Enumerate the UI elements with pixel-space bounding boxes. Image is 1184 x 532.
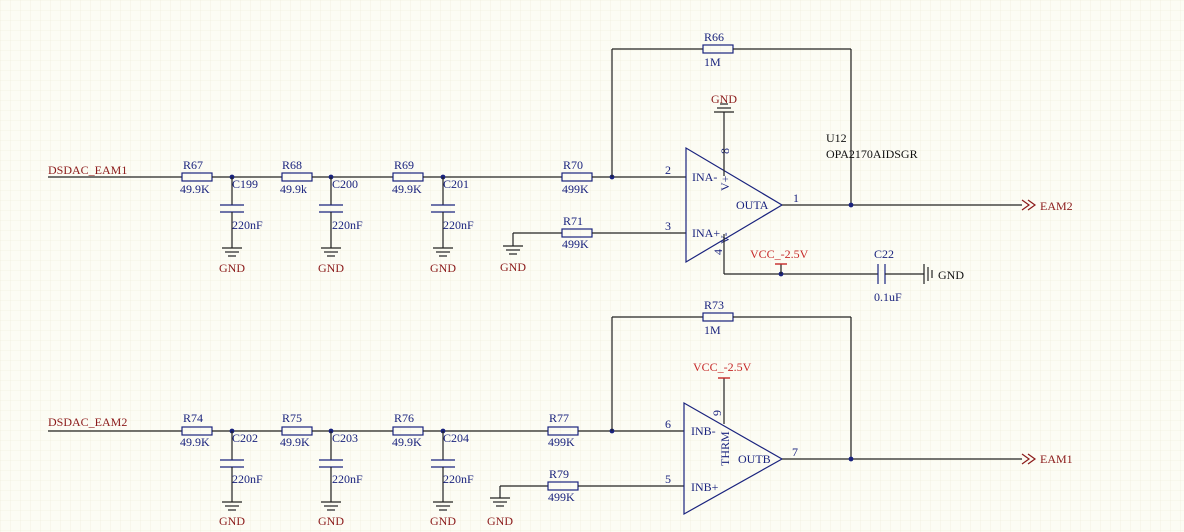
resistor-value: 499K — [562, 237, 589, 251]
capacitor-value: 0.1uF — [874, 290, 902, 304]
resistor-value: 1M — [704, 55, 721, 69]
resistor-value: 49.9K — [280, 435, 310, 449]
resistor-ref: R67 — [183, 158, 203, 172]
resistor-ref: R79 — [549, 467, 569, 481]
net-label-eam1: EAM1 — [1040, 452, 1073, 466]
resistor-ref: R76 — [394, 411, 414, 425]
output-port-arrow — [1021, 453, 1037, 465]
resistor-value: 1M — [704, 323, 721, 337]
capacitor-c200 — [319, 174, 343, 257]
gnd-label: GND — [500, 260, 526, 274]
pin-label: INA+ — [692, 226, 720, 240]
pin-number: 8 — [718, 148, 732, 154]
opamp-a-body — [685, 146, 784, 264]
gnd-label: GND — [219, 261, 245, 275]
gnd-label: GND — [487, 514, 513, 528]
capacitor-value: 220nF — [232, 218, 263, 232]
capacitor-ref: C203 — [332, 431, 358, 445]
resistor-value: 499K — [548, 435, 575, 449]
channel-b: DSDAC_EAM2 R74 49.9K R75 49.9K R76 49.9K… — [48, 298, 1073, 528]
pin-label: INB+ — [691, 480, 719, 494]
capacitor-value: 220nF — [332, 218, 363, 232]
capacitor-ref: C204 — [443, 431, 469, 445]
opamp-b-body — [683, 401, 784, 516]
resistor-value: 49.9K — [180, 182, 210, 196]
output-port-arrow — [1021, 199, 1037, 211]
ground-symbol — [714, 103, 734, 113]
pin-number: 2 — [665, 163, 671, 177]
resistor-ref: R73 — [704, 298, 724, 312]
pin-label: INA- — [692, 170, 717, 184]
junction-dot — [848, 202, 854, 208]
net-label-dsdac-eam1: DSDAC_EAM1 — [48, 163, 127, 177]
u12-part: OPA2170AIDSGR — [826, 147, 918, 161]
capacitor-value: 220nF — [332, 472, 363, 486]
capacitor-value: 220nF — [232, 472, 263, 486]
pin-label: OUTA — [736, 198, 769, 212]
resistor-ref: R77 — [549, 411, 569, 425]
capacitor-ref: C200 — [332, 177, 358, 191]
pin-number: 3 — [665, 219, 671, 233]
pin-label: V- — [718, 232, 732, 244]
resistor-value: 49.9K — [392, 435, 422, 449]
pin-number: 6 — [665, 417, 671, 431]
capacitor-value: 220nF — [443, 218, 474, 232]
pin-label: OUTB — [738, 452, 771, 466]
capacitor-c199 — [220, 174, 244, 257]
capacitor-ref: C199 — [232, 177, 258, 191]
capacitor-value: 220nF — [443, 472, 474, 486]
pin-number: 9 — [710, 410, 724, 416]
capacitor-ref: C202 — [232, 431, 258, 445]
resistor-ref: R68 — [282, 158, 302, 172]
capacitor-c201 — [431, 174, 455, 257]
resistor-ref: R74 — [183, 411, 203, 425]
pin-number: 5 — [665, 472, 671, 486]
gnd-label: GND — [430, 514, 456, 528]
gnd-label: GND — [219, 514, 245, 528]
vcc-label: VCC_-2.5V — [750, 247, 809, 261]
vcc-label: VCC_-2.5V — [693, 360, 752, 374]
capacitor-c203 — [319, 428, 343, 511]
capacitor-c202 — [220, 428, 244, 511]
resistor-ref: R66 — [704, 30, 724, 44]
capacitor-ref: C201 — [443, 177, 469, 191]
gnd-label: GND — [711, 92, 737, 106]
capacitor-c22 — [877, 264, 933, 284]
resistor-value: 49.9k — [280, 182, 307, 196]
pin-label: THRM — [718, 431, 732, 466]
u12-ref: U12 — [826, 131, 847, 145]
pin-label: INB- — [691, 424, 716, 438]
capacitor-ref: C22 — [874, 247, 894, 261]
resistor-ref: R70 — [563, 158, 583, 172]
resistor-value: 499K — [562, 182, 589, 196]
resistor-ref: R75 — [282, 411, 302, 425]
pin-label: V+ — [718, 175, 732, 191]
junction-dot — [848, 456, 854, 462]
net-label-eam2: EAM2 — [1040, 199, 1073, 213]
ground-symbol — [503, 232, 562, 255]
channel-a: DSDAC_EAM1 R67 49.9K R68 49.9k R69 49.9K… — [48, 30, 1073, 304]
resistor-ref: R71 — [563, 214, 583, 228]
gnd-label: GND — [318, 514, 344, 528]
gnd-label: GND — [318, 261, 344, 275]
pin-number: 7 — [792, 445, 798, 459]
pin-number: 1 — [793, 191, 799, 205]
ground-symbol — [490, 485, 548, 507]
resistor-value: 499K — [548, 490, 575, 504]
resistor-value: 49.9K — [392, 182, 422, 196]
net-label-dsdac-eam2: DSDAC_EAM2 — [48, 415, 127, 429]
resistor-ref: R69 — [394, 158, 414, 172]
gnd-label: GND — [430, 261, 456, 275]
resistor-value: 49.9K — [180, 435, 210, 449]
capacitor-c204 — [431, 428, 455, 511]
gnd-label: GND — [938, 268, 964, 282]
pin-number: 4 — [711, 249, 725, 255]
